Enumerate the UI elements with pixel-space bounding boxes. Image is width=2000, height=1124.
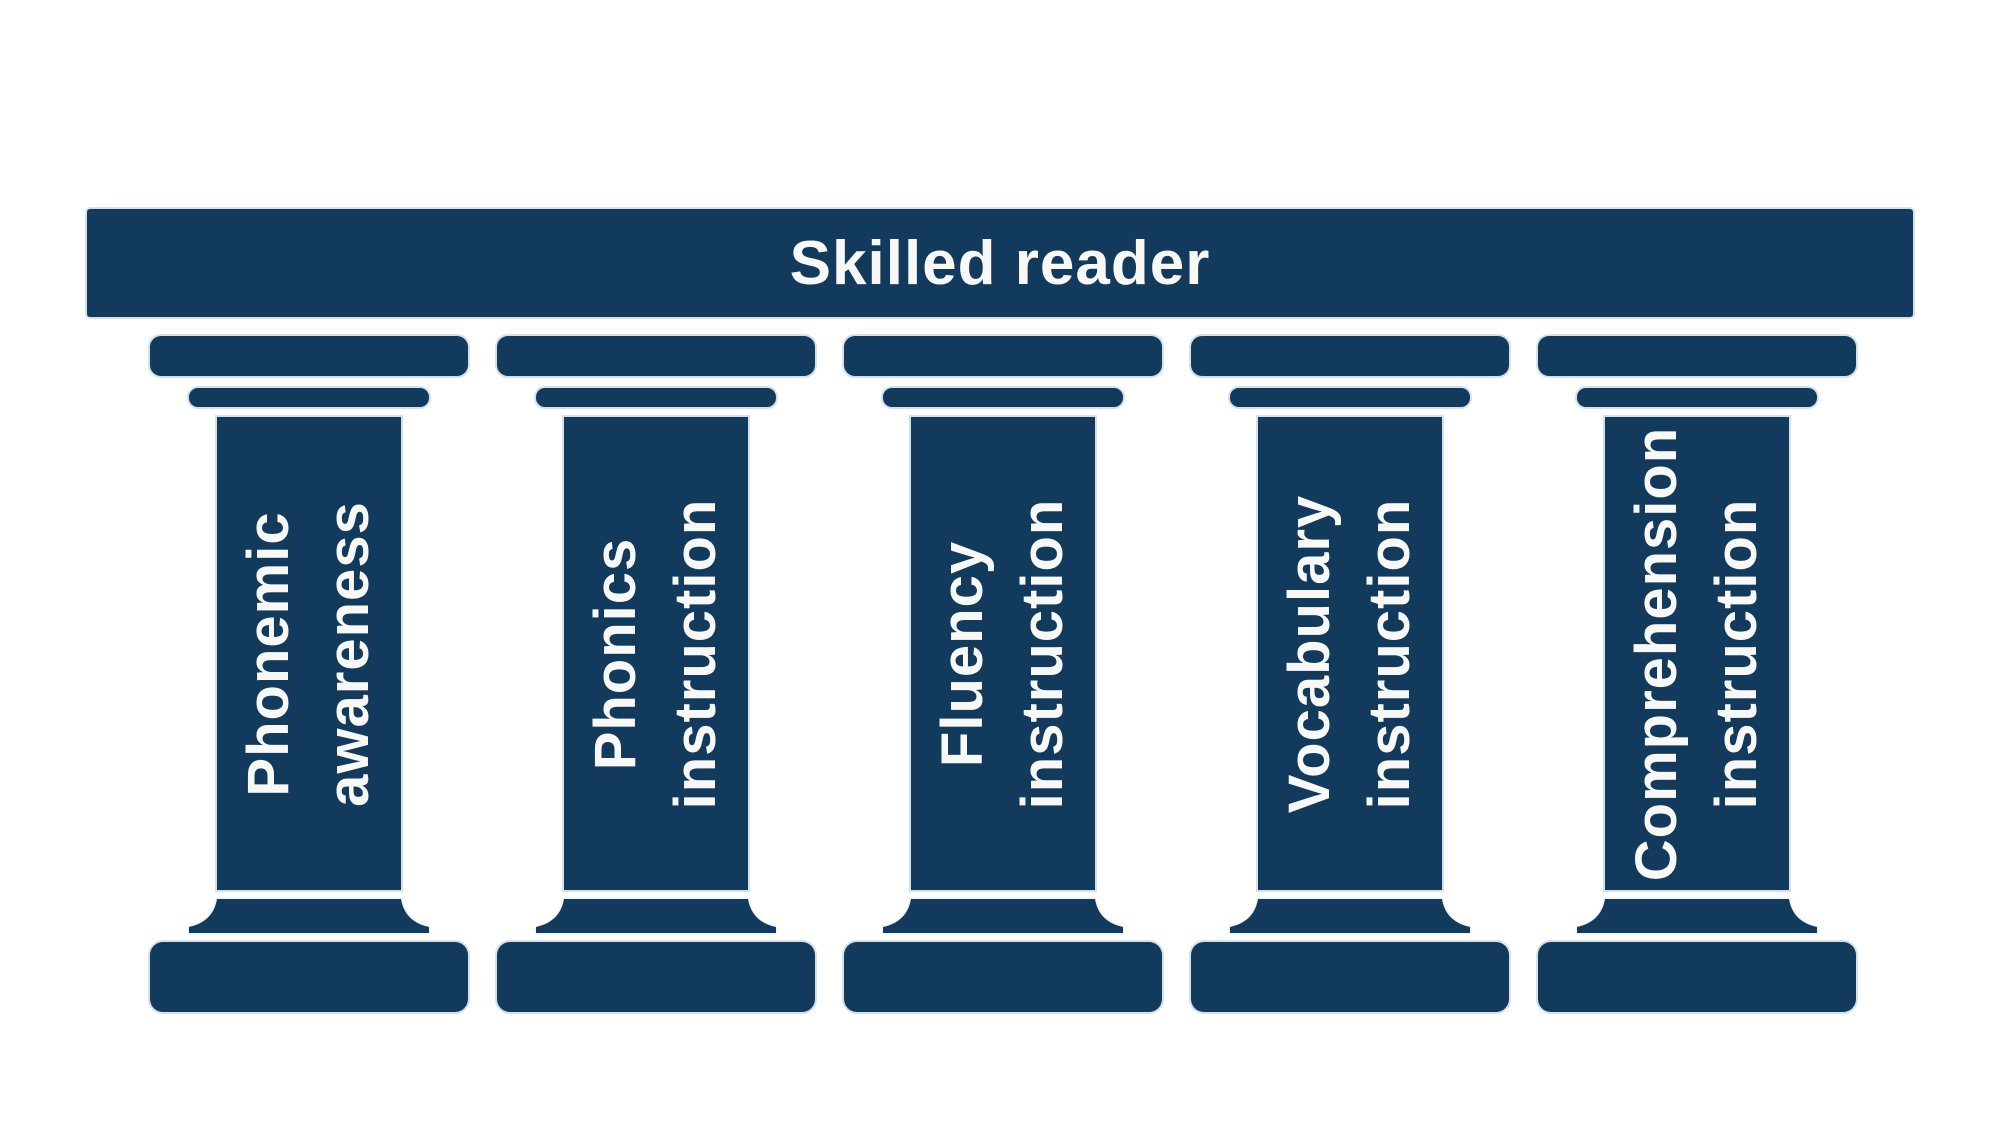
pillar-label-line2: instruction xyxy=(663,498,728,809)
pillar-label: Phonics instruction xyxy=(576,498,736,809)
pillar-capital-lower xyxy=(1577,388,1817,407)
pillar-base-molding xyxy=(1230,899,1470,933)
pillar-base-molding xyxy=(536,899,776,933)
pillar-label: Comprehension instruction xyxy=(1617,426,1777,881)
pillar-plinth xyxy=(844,942,1162,1012)
pillar-label-line1: Fluency xyxy=(930,540,995,767)
pillar-label-line2: instruction xyxy=(1357,498,1422,809)
pillar-capital-top xyxy=(1538,336,1856,376)
pillar-label-line2: instruction xyxy=(1704,498,1769,809)
pillar-base-molding xyxy=(1577,899,1817,933)
pillar-label-line2: instruction xyxy=(1010,498,1075,809)
pillar-capital-top xyxy=(844,336,1162,376)
pillar-comprehension-instruction: Comprehension instruction xyxy=(1538,336,1856,1012)
pillar-plinth xyxy=(1538,942,1856,1012)
pillar-capital-top xyxy=(497,336,815,376)
pillar-label-line1: Phonics xyxy=(583,537,648,770)
pillar-fluency-instruction: Fluency instruction xyxy=(844,336,1162,1012)
pillar-shaft: Phonics instruction xyxy=(564,417,748,890)
pillar-shaft: Vocabulary instruction xyxy=(1258,417,1442,890)
pillar-vocabulary-instruction: Vocabulary instruction xyxy=(1191,336,1509,1012)
pillar-capital-lower xyxy=(189,388,429,407)
pillar-phonemic-awareness: Phonemic awareness xyxy=(150,336,468,1012)
roof-beam: Skilled reader xyxy=(87,209,1913,317)
pillar-plinth xyxy=(497,942,815,1012)
pillar-base-molding xyxy=(883,899,1123,933)
pillar-shaft: Comprehension instruction xyxy=(1605,417,1789,890)
beam-title: Skilled reader xyxy=(789,228,1211,298)
pillar-label: Vocabulary instruction xyxy=(1270,494,1430,812)
pillar-plinth xyxy=(150,942,468,1012)
pillar-capital-lower xyxy=(883,388,1123,407)
pillar-label-line1: Comprehension xyxy=(1624,426,1689,881)
pillar-label-line1: Phonemic xyxy=(236,510,301,797)
pillar-label-line1: Vocabulary xyxy=(1277,494,1342,813)
pillar-capital-top xyxy=(1191,336,1509,376)
pillar-shaft: Fluency instruction xyxy=(911,417,1095,890)
pillar-capital-lower xyxy=(1230,388,1470,407)
pillar-base-molding xyxy=(189,899,429,933)
pillar-capital-top xyxy=(150,336,468,376)
pillar-shaft: Phonemic awareness xyxy=(217,417,401,890)
pillar-plinth xyxy=(1191,942,1509,1012)
pillar-label-line2: awareness xyxy=(316,500,381,807)
pillar-phonics-instruction: Phonics instruction xyxy=(497,336,815,1012)
pillar-capital-lower xyxy=(536,388,776,407)
pillar-label: Phonemic awareness xyxy=(229,501,389,807)
pillar-label: Fluency instruction xyxy=(923,498,1083,809)
